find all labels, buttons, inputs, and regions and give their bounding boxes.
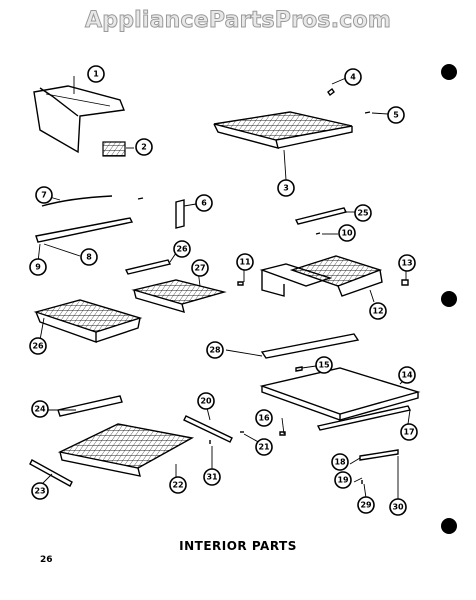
svg-text:26: 26 [32, 342, 44, 351]
svg-text:24: 24 [34, 405, 46, 414]
svg-text:13: 13 [401, 259, 412, 268]
callout-14: 14 [398, 366, 416, 384]
svg-text:23: 23 [34, 487, 45, 496]
callout-10: 10 [338, 224, 356, 242]
callout-15: 15 [315, 356, 333, 374]
callout-24: 24 [31, 400, 49, 418]
svg-text:12: 12 [372, 307, 383, 316]
callout-18: 18 [331, 453, 349, 471]
part-shelf-27 [131, 279, 227, 314]
svg-text:20: 20 [200, 397, 212, 406]
callout-5: 5 [387, 106, 405, 124]
svg-text:2: 2 [141, 143, 147, 152]
callout-20: 20 [197, 392, 215, 410]
callout-3: 3 [277, 179, 295, 197]
callout-13: 13 [398, 254, 416, 272]
callout-31: 30 [389, 498, 407, 516]
part-evaporator-cover [33, 85, 125, 154]
svg-text:11: 11 [239, 258, 251, 267]
callout-8: 8 [80, 248, 98, 266]
svg-text:4: 4 [350, 73, 356, 82]
diagram-title: INTERIOR PARTS [179, 539, 297, 553]
punch-hole-bottom [441, 518, 457, 534]
svg-text:26: 26 [176, 245, 188, 254]
part-trim-17 [316, 405, 412, 431]
part-shelf-rail-26-upper [124, 259, 172, 275]
callout-7: 7 [35, 186, 53, 204]
svg-text:21: 21 [258, 443, 270, 452]
svg-text:18: 18 [334, 458, 346, 467]
callout-21: 21 [255, 438, 273, 456]
part-trim-rod [41, 195, 113, 207]
callout-26: 26 [173, 240, 191, 258]
part-shelf-22 [57, 423, 195, 477]
part-rail-23 [29, 459, 73, 487]
part-rail-18 [359, 449, 399, 461]
svg-text:17: 17 [403, 428, 414, 437]
part-front-rail [35, 217, 134, 243]
callout-11: 11 [236, 253, 254, 271]
svg-text:19: 19 [337, 476, 349, 485]
part-top-wire-shelf [213, 111, 353, 149]
part-clip-13 [401, 279, 409, 286]
svg-text:3: 3 [283, 184, 289, 193]
callout-27: 27 [191, 259, 209, 277]
callout-25: 25 [354, 204, 372, 222]
part-screw-6 [137, 197, 144, 200]
svg-text:6: 6 [201, 199, 207, 208]
callout-30: 29 [357, 496, 375, 514]
part-trim-25 [294, 207, 348, 225]
callout-2: 2 [135, 138, 153, 156]
callout-4: 4 [344, 68, 362, 86]
callout-32: 31 [203, 468, 221, 486]
svg-text:30: 30 [392, 503, 404, 512]
part-screw-15 [295, 366, 303, 372]
callout-9: 9 [29, 258, 47, 276]
part-slide-shelf [259, 255, 383, 297]
part-screw-10 [315, 232, 321, 235]
part-rail-20 [183, 415, 233, 443]
callout-12: 12 [369, 302, 387, 320]
svg-text:16: 16 [258, 414, 270, 423]
part-screw-4 [327, 87, 335, 97]
punch-hole-top [441, 64, 457, 80]
part-shelf-26 [33, 299, 143, 343]
part-vent-grille [102, 141, 126, 157]
part-rail-24 [57, 395, 123, 417]
svg-text:28: 28 [209, 346, 221, 355]
svg-text:10: 10 [341, 229, 353, 238]
callout-29: 28 [206, 341, 224, 359]
callout-17: 17 [400, 423, 418, 441]
svg-text:14: 14 [401, 371, 413, 380]
part-bracket [175, 199, 185, 229]
svg-text:27: 27 [194, 264, 205, 273]
svg-text:8: 8 [86, 253, 92, 262]
svg-text:25: 25 [357, 209, 369, 218]
svg-text:29: 29 [360, 501, 372, 510]
part-screw-11 [237, 281, 244, 286]
callout-28: 26 [29, 337, 47, 355]
svg-text:15: 15 [318, 361, 330, 370]
callout-1: 1 [87, 65, 105, 83]
punch-hole-middle [441, 291, 457, 307]
svg-text:5: 5 [393, 111, 399, 120]
callout-23: 23 [31, 482, 49, 500]
svg-text:31: 31 [206, 473, 218, 482]
part-crisper-cover [259, 367, 421, 421]
part-crisper-rail [260, 333, 360, 359]
callout-22: 22 [169, 476, 187, 494]
svg-text:7: 7 [41, 191, 47, 200]
svg-text:22: 22 [172, 481, 183, 490]
part-screw-5 [364, 111, 371, 114]
callout-6: 6 [195, 194, 213, 212]
watermark: AppliancePartsPros.com [85, 8, 392, 34]
page-number: 26 [40, 555, 53, 565]
callout-16: 16 [255, 409, 273, 427]
callout-19: 19 [334, 471, 352, 489]
svg-text:9: 9 [35, 263, 41, 272]
svg-text:1: 1 [93, 70, 99, 79]
